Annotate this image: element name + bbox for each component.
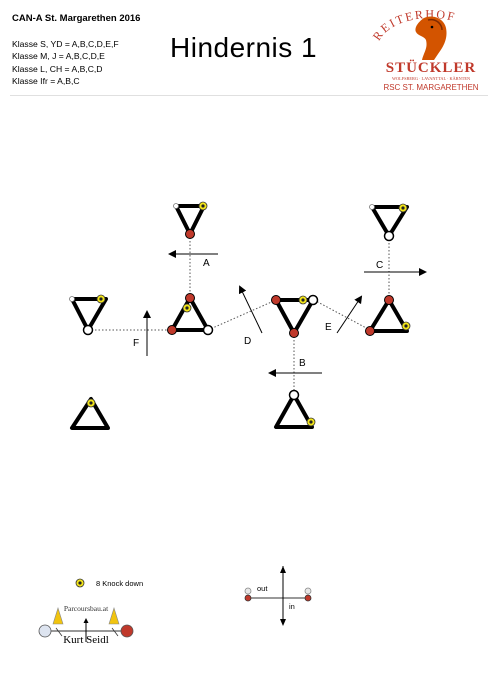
gate-label-d: D (244, 336, 251, 347)
header-divider (10, 95, 488, 96)
knock-down-icon (198, 201, 208, 211)
gate-label-a: A (203, 258, 210, 269)
course-designer-credit: Parcoursbau.at Kurt Seidl (38, 604, 134, 646)
knock-down-icon (401, 321, 411, 331)
knock-down-icon (96, 294, 106, 304)
knock-down-icon (298, 295, 308, 305)
knock-down-icon (306, 417, 316, 427)
obstacle-a-bottom (167, 293, 214, 336)
obstacle-d-center (271, 294, 319, 338)
obstacle-c-top (369, 203, 409, 242)
knock-down-icon (86, 398, 96, 408)
credit-site: Parcoursbau.at (64, 604, 109, 613)
class-line: Klasse S, YD = A,B,C,D,E,F (12, 39, 119, 49)
knock-down-icon (75, 578, 85, 588)
page-title: Hindernis 1 (170, 32, 318, 63)
legend-out: out (257, 584, 268, 593)
knock-down-icon (398, 203, 408, 213)
gate-e-arrow (336, 295, 363, 334)
gate-label-b: B (299, 358, 306, 369)
credit-name: Kurt Seidl (63, 634, 109, 646)
logo-places: WOLFSBERG · LAVANTTAL · KÄRNTEN (392, 76, 470, 81)
obstacle-f-left (69, 294, 108, 336)
obstacle-a-top (173, 201, 208, 239)
obstacle-b-bottom (274, 389, 316, 429)
legend-in: in (289, 602, 295, 611)
class-line: Klasse L, CH = A,B,C,D (12, 63, 103, 74)
gate-label-e: E (325, 322, 332, 333)
class-list: Klasse S, YD = A,B,C,D,E,F Klasse M, J =… (12, 38, 119, 87)
in-out-legend: out in (244, 566, 312, 626)
obstacle-lower-left (70, 397, 110, 430)
connection-lines (88, 234, 390, 395)
class-line: Klasse M, J = A,B,C,D,E (12, 51, 105, 62)
horse-head-icon (415, 16, 447, 60)
gate-label-f: F (133, 338, 139, 349)
event-title: CAN-A St. Margarethen 2016 (12, 13, 141, 24)
legend-knock-down: 8 Knock down (96, 579, 143, 588)
logo-name: STÜCKLER (386, 59, 477, 76)
gate-label-c: C (376, 260, 383, 271)
reiterhof-logo: REITERHOF STÜCKLER WOLFSBERG · LAVANTTAL… (372, 10, 479, 92)
gate-d-arrow (238, 285, 263, 334)
class-line: Klasse Ifr = A,B,C (12, 75, 80, 86)
knock-down-icon (182, 303, 192, 313)
obstacle-e-right (365, 295, 411, 336)
logo-club: RSC ST. MARGARETHEN (383, 83, 478, 92)
gate-arrows (143, 250, 427, 377)
